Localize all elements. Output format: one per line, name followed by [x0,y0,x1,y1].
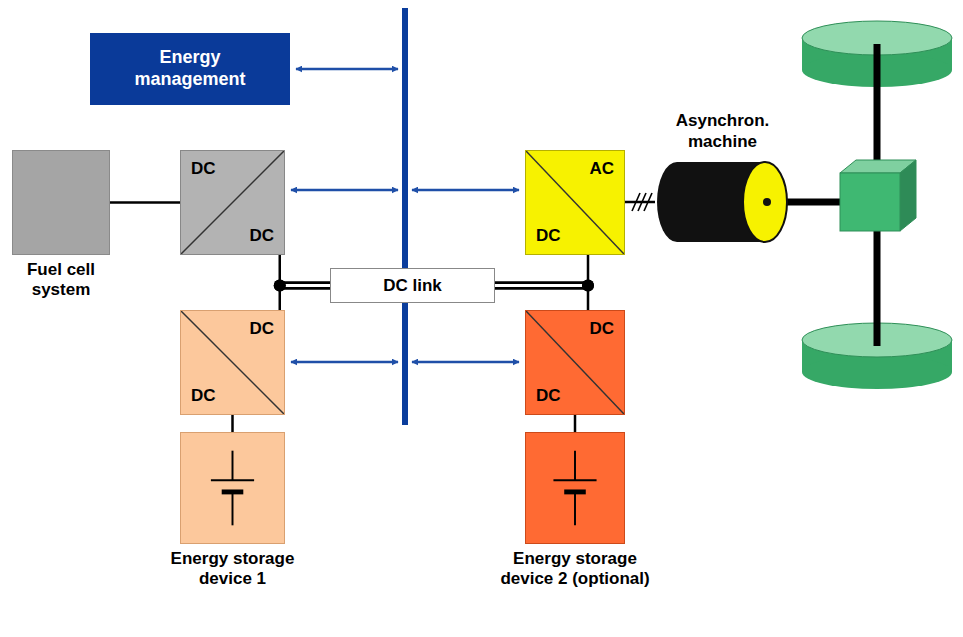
port-label: DC [589,319,614,339]
machine-body [655,160,790,244]
port-label: DC [249,319,274,339]
battery-symbol [181,433,284,543]
storage-box: Energy storage device 2 (optional) [525,432,625,544]
connector-path [495,286,588,311]
power-line [232,415,233,432]
connector-path [280,255,330,286]
power-line [575,415,576,432]
rail-outer [280,282,330,290]
box-label: DC link [383,275,442,295]
rail-inner [495,284,588,287]
port-label: DC [249,226,274,246]
dc-dc-converter: DC DC [525,310,625,415]
component-label: Fuel cell system [5,260,117,301]
connector-path [110,201,180,204]
connector-path [574,415,577,432]
port-label: DC [191,159,216,179]
junction-dot [582,280,594,292]
signal-arrow [296,68,398,71]
junction-dot [582,280,594,292]
rail-outer [495,282,588,290]
connector-path [625,201,655,204]
port-label: DC [536,226,561,246]
port-label: DC [536,386,561,406]
component-label: Energy storage device 2 (optional) [490,549,660,590]
junction-dot [274,280,286,292]
control-box: Energy management [90,33,290,105]
communication-bus [402,8,408,425]
connector-path [495,255,588,286]
dc-link-line [280,255,330,286]
power-line [110,202,180,203]
rail-outer [495,282,588,290]
component-label: Asynchron. machine [648,111,798,152]
junction-dot [274,280,286,292]
dc-dc-converter: DC DC [180,150,285,255]
component-label: Energy storage device 1 [148,549,318,590]
signal-arrow [291,361,398,364]
fuel-cell-box: Fuel cell system [12,150,110,255]
dc-link-line [495,286,588,311]
inverter: AC DC [525,150,625,255]
dc-link-box: DC link [330,268,495,303]
storage-box: Energy storage device 1 [180,432,285,544]
gearbox [840,160,916,231]
motor: Asynchron. machine [655,160,790,244]
dc-link-line [495,255,588,286]
dc-link-line [280,286,330,311]
connector-path [280,286,330,311]
signal-arrow [291,189,398,192]
signal-arrows [291,69,519,362]
box-label: Energy management [115,47,265,90]
rail-outer [280,282,330,290]
power-line [625,202,655,203]
battery-symbol [526,433,624,543]
port-label: AC [589,159,614,179]
signal-arrow [412,361,519,364]
rail-inner [280,284,330,287]
dc-dc-converter: DC DC [180,310,285,415]
rail-inner [280,284,330,287]
rail-inner [495,284,588,287]
port-label: DC [191,386,216,406]
connector-path [231,415,234,432]
signal-arrow [412,189,519,192]
